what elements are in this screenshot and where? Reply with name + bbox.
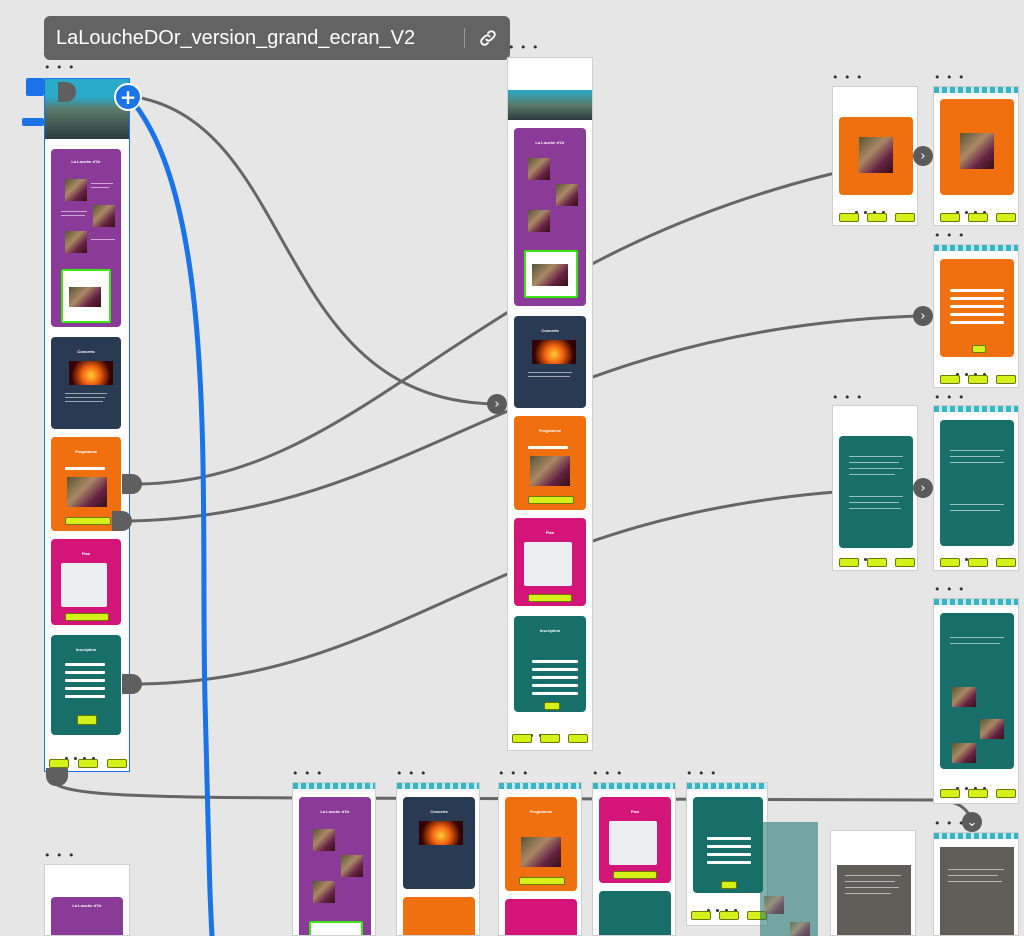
board-c-menu[interactable]: • • • — [832, 71, 864, 84]
board-h-menu[interactable]: • • • — [934, 583, 966, 596]
hotspot-handle-orange-1[interactable] — [122, 474, 142, 494]
section-orange: Programme — [51, 437, 121, 531]
chevron-right-icon-g[interactable]: › — [913, 478, 933, 498]
hotspot-handle-bottom[interactable] — [46, 768, 68, 786]
board-e-form-popup[interactable] — [933, 244, 1019, 388]
board-k-menu[interactable]: • • • — [396, 767, 428, 780]
chevron-right-icon-c[interactable]: › — [913, 146, 933, 166]
board-n-section-form[interactable] — [686, 782, 768, 926]
board-i-desktop-page[interactable]: La Louche d'Or — [44, 864, 130, 936]
board-l-section-orange[interactable]: Programme — [498, 782, 582, 936]
section-purple: La Louche d'Or — [51, 149, 121, 327]
board-b-menu[interactable]: • • • — [508, 41, 540, 54]
board-a-home-mobile[interactable]: La Louche d'Or Concerts Programme — [44, 78, 130, 772]
hotspot-handle-orange-2[interactable] — [112, 511, 132, 531]
chevron-right-icon-b[interactable]: › — [487, 394, 507, 414]
board-a-menu[interactable]: • • • — [44, 61, 76, 74]
link-icon[interactable] — [474, 24, 502, 52]
section-navy: Concerts — [51, 337, 121, 429]
prototype-title-chip[interactable]: LaLoucheDOr_version_grand_ecran_V2 — [44, 16, 510, 60]
board-i-menu[interactable]: • • • — [44, 849, 76, 862]
board-g-text-popup[interactable] — [933, 405, 1019, 571]
board-j-menu[interactable]: • • • — [292, 767, 324, 780]
plus-icon[interactable]: + — [114, 83, 142, 111]
board-o-gray-page[interactable] — [830, 830, 916, 936]
board-g-menu[interactable]: • • • — [934, 391, 966, 404]
green-frame — [61, 269, 111, 323]
board-d-menu[interactable]: • • • — [934, 71, 966, 84]
board-b-home-mobile[interactable]: La Louche d'Or Concerts Programme Plan — [507, 57, 593, 751]
chevron-down-icon[interactable]: ⌄ — [962, 812, 982, 832]
board-f-menu[interactable]: • • • — [832, 391, 864, 404]
board-m-section-pink[interactable]: Plan — [592, 782, 676, 936]
pagination-dots — [65, 747, 101, 760]
prototype-title: LaLoucheDOr_version_grand_ecran_V2 — [56, 26, 416, 49]
overlay-teal-translucent — [760, 822, 818, 936]
board-p-gray-popup[interactable] — [933, 832, 1019, 936]
board-c-year-mobile[interactable] — [832, 86, 918, 226]
hotspot-handle-teal[interactable] — [122, 674, 142, 694]
board-n-menu[interactable]: • • • — [686, 767, 718, 780]
selection-handle-2[interactable] — [22, 118, 44, 126]
board-d-year-popup[interactable] — [933, 86, 1019, 226]
title-divider — [464, 28, 465, 48]
section-pink: Plan — [51, 539, 121, 625]
chevron-right-icon-e[interactable]: › — [913, 306, 933, 326]
board-h-gallery-popup[interactable] — [933, 598, 1019, 804]
board-m-menu[interactable]: • • • — [592, 767, 624, 780]
connector-hotspot-to-home — [128, 94, 497, 406]
board-f-text-mobile[interactable] — [832, 405, 918, 571]
hotspot-handle[interactable] — [58, 82, 76, 102]
board-e-menu[interactable]: • • • — [934, 229, 966, 242]
selection-handle[interactable] — [26, 78, 44, 96]
board-l-menu[interactable]: • • • — [498, 767, 530, 780]
board-j-section-purple[interactable]: La Louche d'Or — [292, 782, 376, 936]
board-p-menu[interactable]: • • • — [934, 817, 966, 830]
connector-selected — [125, 93, 215, 936]
section-teal: Inscription — [51, 635, 121, 735]
board-k-section-navy[interactable]: Concerts — [396, 782, 480, 936]
